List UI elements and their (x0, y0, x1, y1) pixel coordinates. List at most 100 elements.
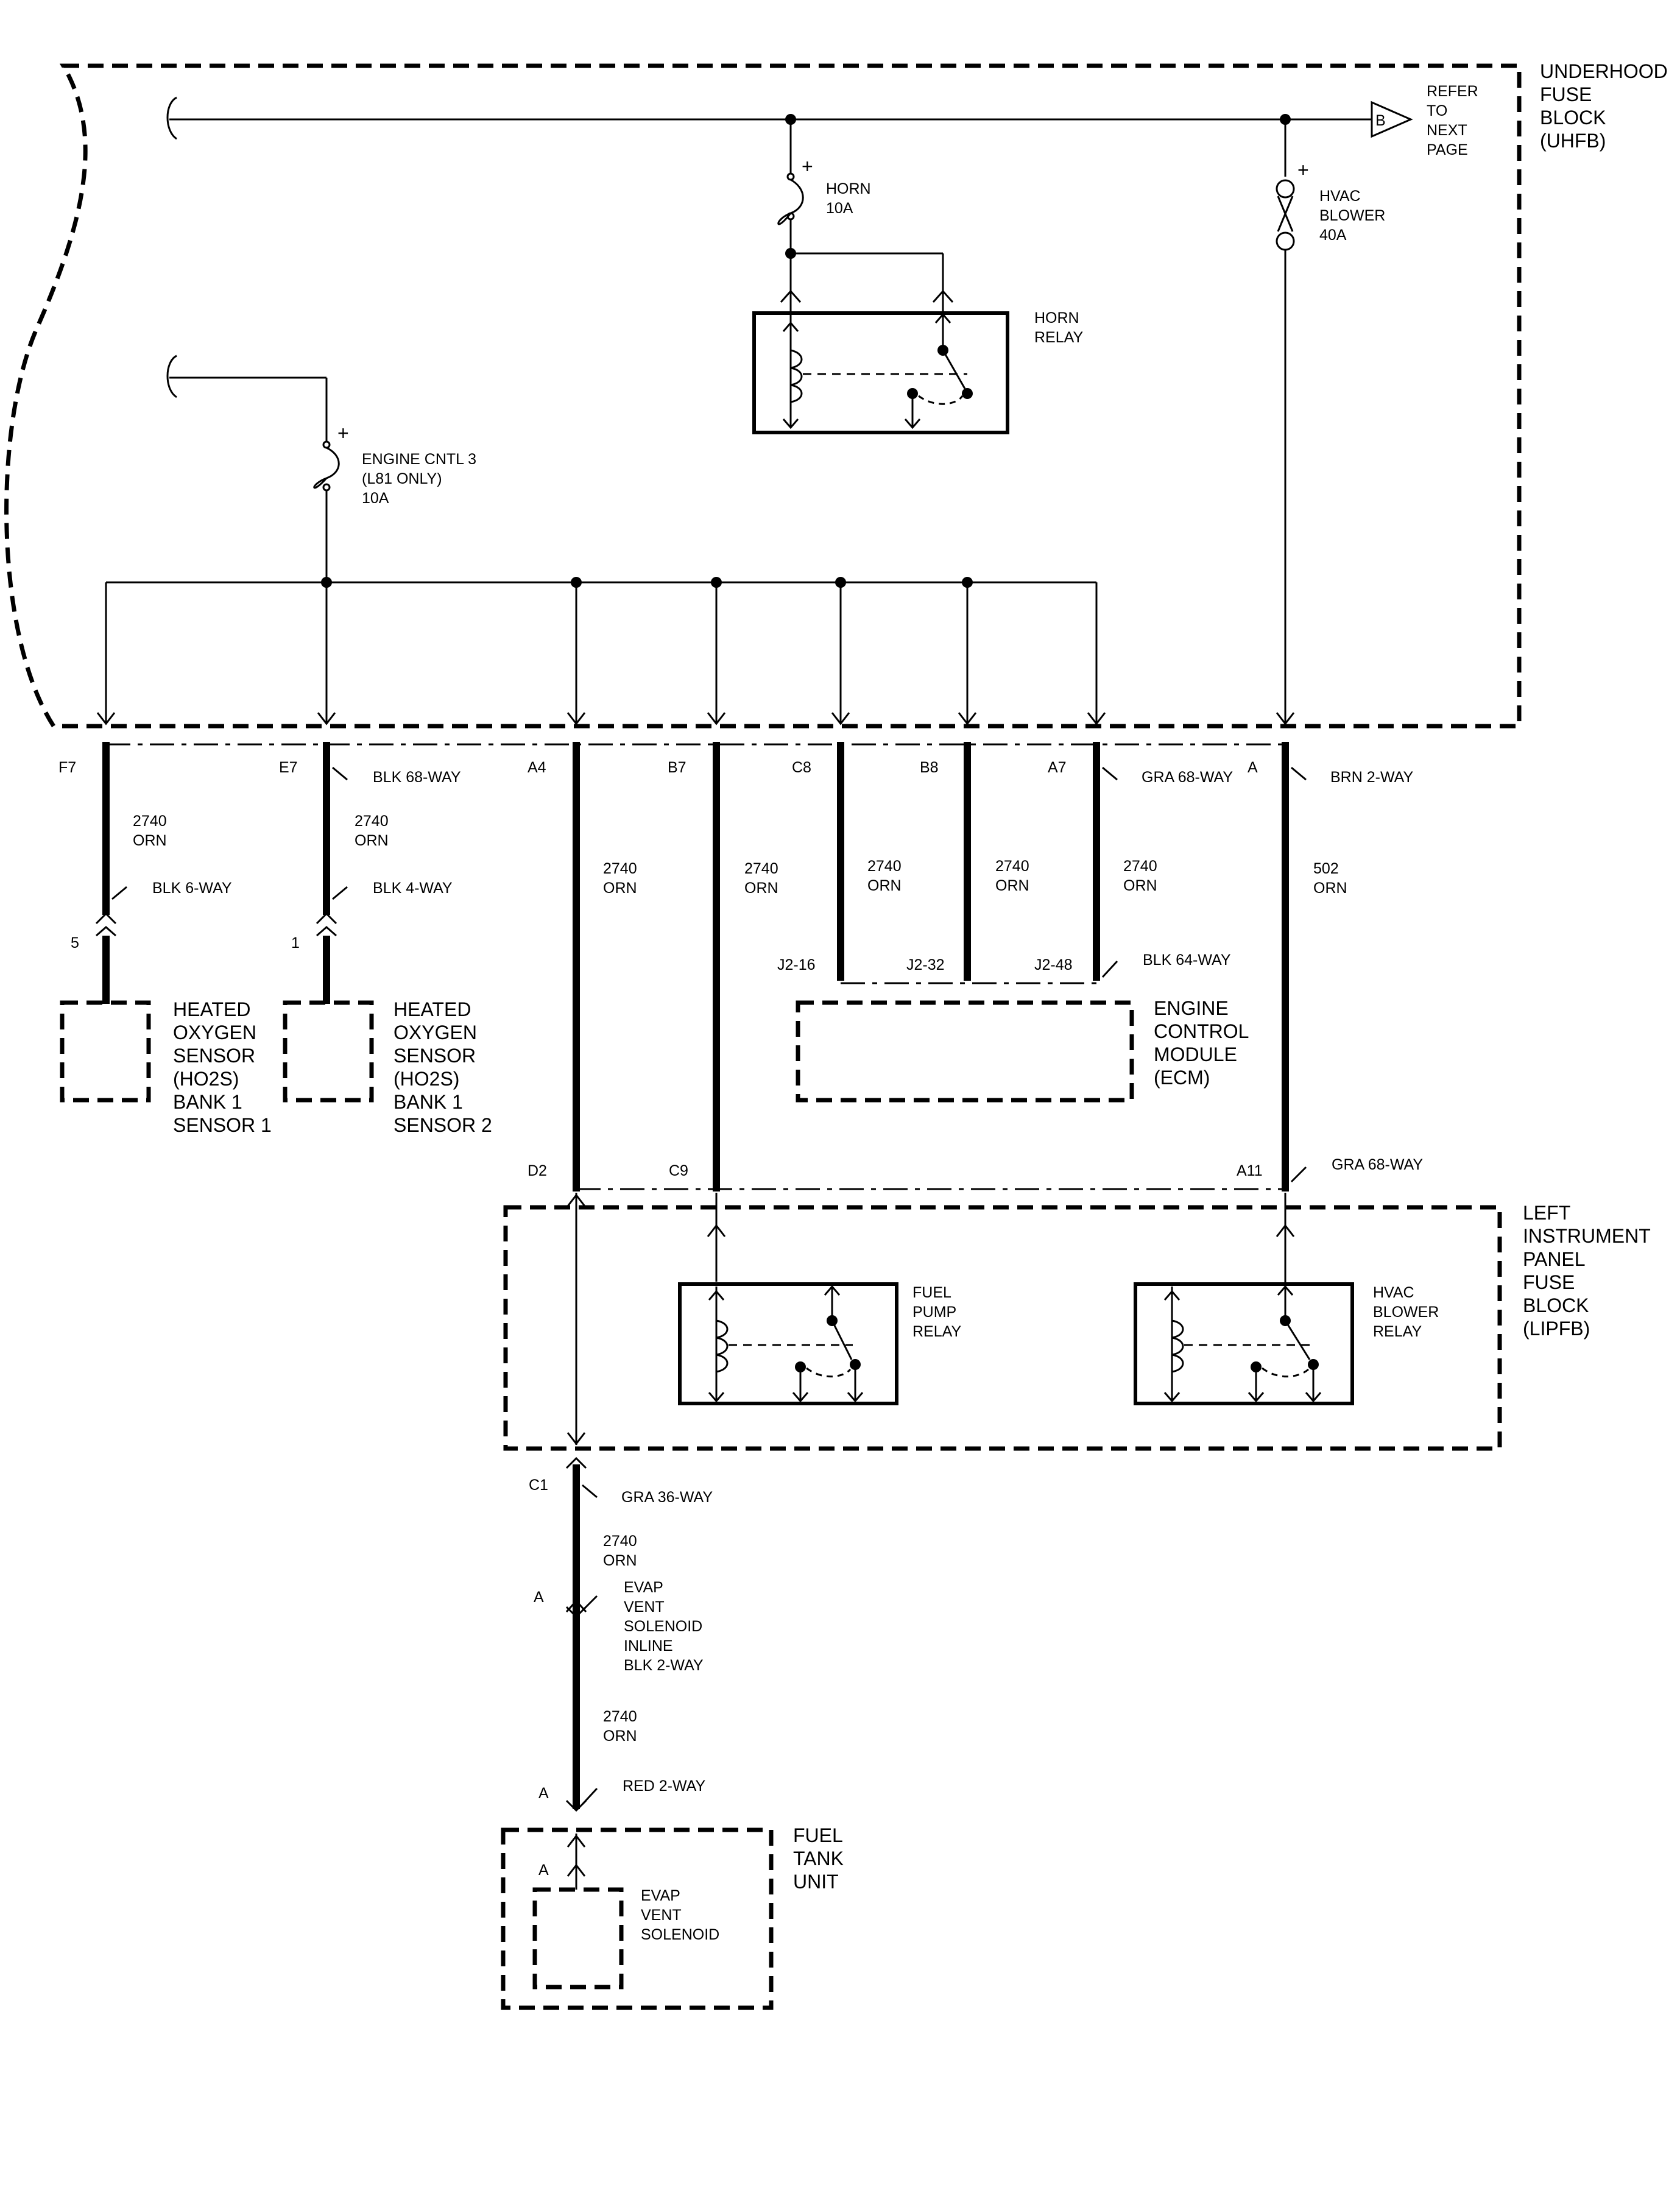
wire-e7-circuit: 2740 (355, 813, 389, 830)
wire-f7-circuit: 2740 (133, 813, 167, 830)
engine-fuse-line-1: ENGINE CNTL 3 (362, 451, 476, 468)
connector-blk68: BLK 68-WAY (373, 769, 461, 786)
horn-relay-label-2: RELAY (1034, 329, 1083, 346)
wire-c1-circuit: 2740 (603, 1533, 637, 1550)
evap-inline-line-2: VENT (624, 1598, 665, 1615)
lipfb: LEFT INSTRUMENT PANEL FUSE BLOCK (LIPFB) (503, 1193, 1651, 1451)
hvac-fuse-line-1: HVAC (1319, 188, 1361, 205)
connector-gra68-bottom: GRA 68-WAY (1332, 1156, 1423, 1173)
wire-inline-circuit: 2740 (603, 1708, 637, 1725)
lipfb-line-6: (LIPFB) (1523, 1318, 1590, 1340)
wire-a7-circuit: 2740 (1123, 858, 1157, 875)
engine-fuse: + ENGINE CNTL 3 (L81 ONLY) 10A (166, 355, 476, 582)
ho2s1-line-3: SENSOR (173, 1045, 255, 1067)
horn-fuse: + HORN 10A (777, 119, 954, 303)
pin-j2-32: J2-32 (906, 956, 945, 973)
pin-b8: B8 (920, 759, 939, 776)
fuel-tank-line-3: UNIT (793, 1871, 839, 1893)
engine-fuse-line-2: (L81 ONLY) (362, 470, 442, 487)
horn-fuse-polarity: + (802, 155, 813, 177)
wire-b8-circuit: 2740 (995, 858, 1029, 875)
hvac-relay-line-2: BLOWER (1373, 1304, 1439, 1321)
fuel-pump-relay-line-3: RELAY (912, 1323, 961, 1340)
horn-relay: HORN RELAY (752, 295, 1083, 434)
pin-e7: E7 (279, 759, 298, 776)
ho2s-sensor-1: HEATED OXYGEN SENSOR (HO2S) BANK 1 SENSO… (60, 998, 272, 1136)
ho2s2-line-2: OXYGEN (394, 1022, 477, 1043)
fuel-tank-line-2: TANK (793, 1848, 844, 1869)
fuel-pump-relay: FUEL PUMP RELAY (678, 1282, 961, 1405)
connector-blk64: BLK 64-WAY (1143, 951, 1231, 969)
ho2s1-line-2: OXYGEN (173, 1022, 256, 1043)
lipfb-line-1: LEFT (1523, 1202, 1570, 1224)
ho2s2-line-1: HEATED (394, 998, 471, 1020)
evap-solenoid-line-2: VENT (641, 1907, 682, 1924)
fuel-tank-unit: FUEL TANK UNIT A EVAP VENT SOLENOID (501, 1824, 844, 2010)
ho2s1-line-4: (HO2S) (173, 1068, 239, 1090)
wire-f7-color: ORN (133, 832, 167, 849)
hvac-fuse: + HVAC BLOWER 40A (1276, 119, 1385, 725)
wire-c8-color: ORN (867, 877, 902, 894)
ecm-line-4: (ECM) (1154, 1067, 1210, 1089)
hvac-relay-line-1: HVAC (1373, 1284, 1414, 1301)
sensor-connectors: BLK 6-WAY BLK 4-WAY 5 1 (71, 880, 453, 951)
refer-next-page: B REFER TO NEXT PAGE (1371, 83, 1478, 158)
evap-wire: C1 GRA 36-WAY 2740 ORN A EVAP VENT SOLEN… (529, 1456, 713, 1812)
pin-a: A (1248, 759, 1258, 776)
pin-1: 1 (291, 934, 300, 951)
horn-fuse-name: HORN (826, 180, 871, 197)
wire-a4-color: ORN (603, 880, 637, 897)
fuel-tank-line-1: FUEL (793, 1824, 843, 1846)
pin-tank-a: A (538, 1862, 549, 1879)
lipfb-line-5: BLOCK (1523, 1294, 1589, 1316)
ho2s2-line-3: SENSOR (394, 1045, 476, 1067)
lipfb-line-4: FUSE (1523, 1271, 1575, 1293)
top-bus (166, 96, 1372, 140)
refer-line-1: REFER (1427, 83, 1478, 100)
wire-inline-color: ORN (603, 1728, 637, 1745)
pin-d2: D2 (528, 1162, 547, 1179)
ecm-line-1: ENGINE (1154, 997, 1229, 1019)
pin-j2-16: J2-16 (777, 956, 816, 973)
uhfb-title-1: UNDERHOOD (1540, 60, 1668, 82)
wire-labels: 2740 ORN 2740 ORN 2740 ORN 2740 ORN 2740… (133, 813, 1347, 897)
hvac-fuse-rating: 40A (1319, 227, 1347, 244)
ho2s1-line-1: HEATED (173, 998, 250, 1020)
pin-a4: A4 (528, 759, 546, 776)
pin-a11: A11 (1237, 1162, 1263, 1179)
lipfb-line-3: PANEL (1523, 1248, 1586, 1270)
fuel-pump-relay-line-2: PUMP (912, 1304, 956, 1321)
underhood-fuse-block: UNDERHOOD FUSE BLOCK (UHFB) (4, 60, 1668, 729)
uhfb-title-4: (UHFB) (1540, 130, 1606, 152)
connector-blk4: BLK 4-WAY (373, 880, 453, 897)
evap-inline-line-1: EVAP (624, 1579, 663, 1596)
evap-inline-line-4: INLINE (624, 1637, 673, 1654)
refer-line-2: TO (1427, 102, 1447, 119)
refer-line-3: NEXT (1427, 122, 1467, 139)
pin-f7: F7 (58, 759, 76, 776)
pin-inline-a: A (534, 1589, 544, 1606)
ho2s2-line-6: SENSOR 2 (394, 1114, 492, 1136)
wire-c1-color: ORN (603, 1552, 637, 1569)
pin-b7: B7 (668, 759, 686, 776)
wire-b7-circuit: 2740 (744, 860, 778, 877)
pin-5: 5 (71, 934, 79, 951)
connector-red2: RED 2-WAY (623, 1778, 705, 1795)
pin-c1: C1 (529, 1477, 548, 1494)
connector-gra68-top: GRA 68-WAY (1142, 769, 1233, 786)
ecm-line-3: MODULE (1154, 1043, 1237, 1065)
wire-b8-color: ORN (995, 877, 1029, 894)
wire-hvac-color: ORN (1313, 880, 1347, 897)
fuel-pump-relay-line-1: FUEL (912, 1284, 951, 1301)
ho2s1-line-5: BANK 1 (173, 1091, 242, 1113)
pin-c8: C8 (792, 759, 811, 776)
evap-inline-line-3: SOLENOID (624, 1618, 702, 1635)
pin-c9: C9 (669, 1162, 688, 1179)
wire-a4-circuit: 2740 (603, 860, 637, 877)
wire-c8-circuit: 2740 (867, 858, 902, 875)
pin-j2-48: J2-48 (1034, 956, 1073, 973)
wire-e7-color: ORN (355, 832, 389, 849)
pin-red-a: A (538, 1785, 549, 1802)
ho2s1-line-6: SENSOR 1 (173, 1114, 272, 1136)
